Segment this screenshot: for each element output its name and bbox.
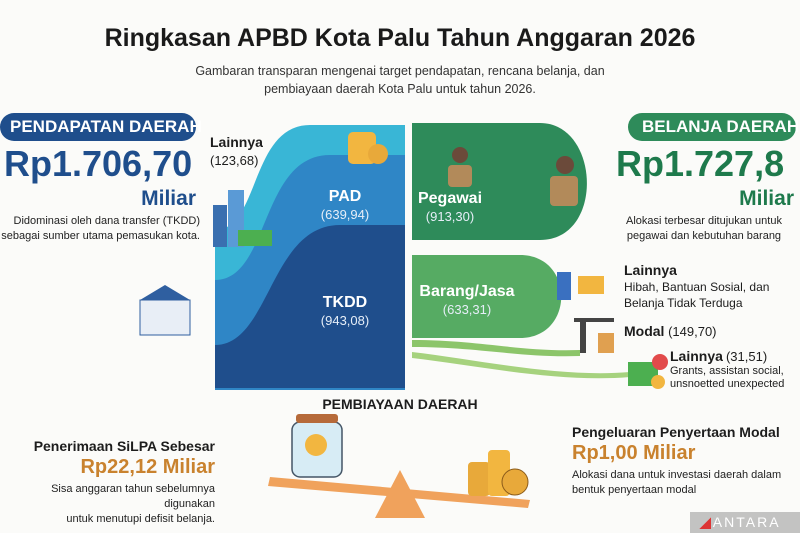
pendapatan-unit: Miliar [141,187,196,210]
watermark-text: ANTARA [712,514,781,530]
desc-line: Didominasi oleh dana transfer (TKDD) [13,215,200,227]
belanja-amount: Rp1.727,8 [616,143,785,184]
desc-line: untuk menutupi defisit belanja. [66,513,215,525]
subtitle-line: pembiayaan daerah Kota Palu untuk tahun … [264,82,536,96]
penerimaan-amount: Rp22,12 Miliar [80,456,215,478]
employees-icon [448,147,578,206]
tkdd-label: TKDD (943,08) [305,294,385,330]
item-desc: Hibah, Bantuan Sosial, dan [624,280,770,294]
pendapatan-desc: Didominasi oleh dana transfer (TKDD) seb… [0,214,200,244]
item-label: Lainnya [670,348,723,364]
desc-line: Alokasi dana untuk investasi daerah dala… [572,469,782,481]
flow-barang-jasa [412,255,562,338]
item-label: Pegawai [417,190,483,207]
flow-lainnya-belanja [412,352,630,379]
item-value: (633,31) [442,302,492,317]
jar-icon [291,414,343,478]
construction-crane-icon [574,318,614,353]
flow-tkdd [215,225,405,388]
pembiayaan-header: PEMBIAYAAN DAERAH [322,396,478,412]
pengeluaran-amount: Rp1,00 Miliar [572,442,696,464]
watermark-logo: ◢ANTARA [690,512,800,533]
subtitle-line: Gambaran transparan mengenai target pend… [195,64,605,78]
page-title: Ringkasan APBD Kota Palu Tahun Anggaran … [104,24,696,52]
item-label: PAD [328,188,362,205]
government-building-icon [139,285,191,336]
pengeluaran-title: Pengeluaran Penyertaan Modal [572,424,780,440]
desc-line: Alokasi terbesar ditujukan untuk [626,215,782,227]
watermark-mark-icon: ◢ [700,514,713,530]
pegawai-label: Pegawai (913,30) [410,190,490,226]
penerimaan-title: Penerimaan SiLPA Sebesar [33,438,215,454]
belanja-lainnya-2: Lainnya (31,51) Grants, assistan social,… [670,348,785,391]
item-value: (943,08) [320,313,370,328]
belanja-unit: Miliar [739,187,794,210]
subtitle: Gambaran transparan mengenai target pend… [150,62,650,98]
buildings-icon [213,190,272,247]
item-desc: Belanja Tidak Terduga [624,296,743,310]
pengeluaran-block: Pengeluaran Penyertaan Modal Rp1,00 Mili… [572,424,796,498]
desc-line: bentuk penyertaan modal [572,484,697,496]
item-desc: unsnoetted unexpected [670,378,785,390]
belanja-header: BELANJA DAERAH [628,113,799,141]
item-value: (31,51) [725,349,768,364]
desc-line: pegawai dan kebutuhan barang [626,230,782,242]
penerimaan-block: Penerimaan SiLPA Sebesar Rp22,12 Miliar … [0,438,215,527]
coins-stack-icon [468,450,529,496]
seesaw-plank-icon [268,477,530,508]
desc-line: sebagai sumber utama pemasukan kota. [1,230,200,242]
belanja-lainnya: Lainnya Hibah, Bantuan Sosial, dan Belan… [624,262,769,311]
pad-label: PAD (639,94) [305,188,385,224]
item-label: Modal [624,323,665,339]
belanja-modal: Modal (149,70) [624,323,717,340]
desc-line: Sisa anggaran tahun sebelumnya digunakan [51,483,215,510]
belanja-desc: Alokasi terbesar ditujukan untuk pegawai… [612,214,796,244]
item-label: Lainnya [210,134,263,150]
item-label: Lainnya [624,262,677,278]
pendapatan-header: PENDAPATAN DAERAH [0,113,202,141]
gift-icon [628,354,668,389]
item-value: (149,70) [668,324,717,339]
item-value: (913,30) [425,209,475,224]
pendapatan-lainnya-label: Lainnya (123,68) [210,133,263,170]
pendapatan-amount: Rp1.706,70 [4,143,193,184]
item-value: (123,68) [210,153,259,168]
item-label: Barang/Jasa [419,283,515,300]
flow-modal [412,340,580,357]
barang-jasa-label: Barang/Jasa (633,31) [412,283,522,319]
item-label: TKDD [322,294,368,311]
item-desc: Grants, assistan social, [670,365,784,377]
shopping-cart-icon [557,272,604,300]
item-value: (639,94) [320,207,370,222]
coins-icon [348,132,388,164]
